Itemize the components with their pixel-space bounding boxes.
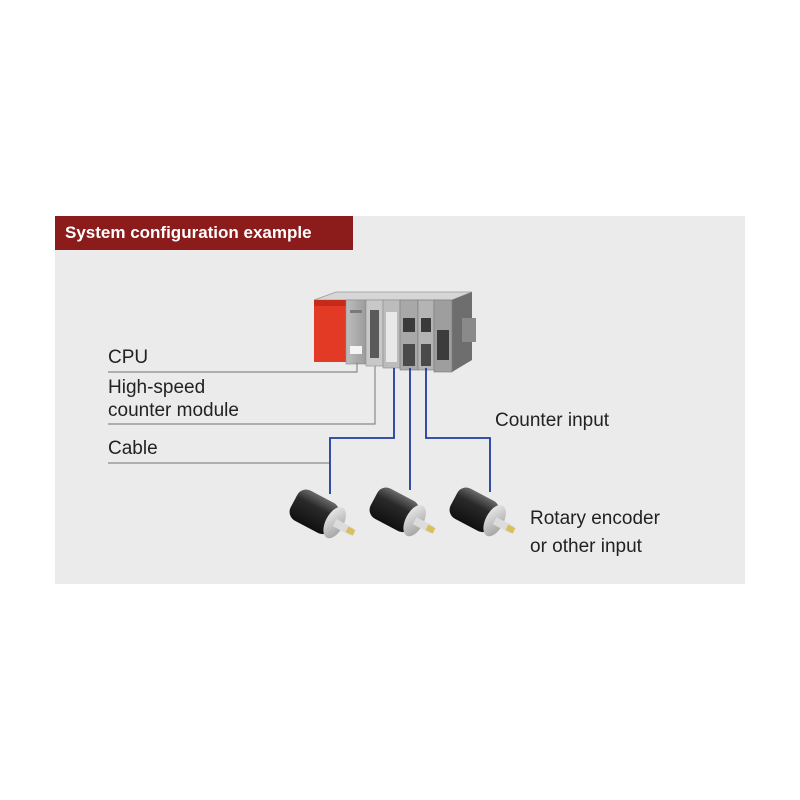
plc-rack-icon: [313, 291, 476, 373]
rotary-encoder-icon: [449, 487, 516, 537]
cable-1: [329, 368, 395, 494]
power-supply-front: [314, 300, 346, 362]
diagram-title: System configuration example: [55, 216, 353, 250]
counter-input-label: Counter input: [495, 410, 610, 431]
cables: [329, 368, 491, 494]
counter-module-leader-line: [108, 366, 376, 425]
cpu-module: [345, 299, 367, 365]
rotary-encoder-label-line2: or other input: [530, 536, 642, 557]
rotary-encoder-label-line1: Rotary encoder: [530, 508, 660, 529]
rotary-encoder-icon: [289, 489, 356, 539]
leader-lines: [108, 362, 376, 464]
cpu-leader-line: [108, 362, 358, 373]
counter-module-label-line1: High-speed: [108, 377, 206, 398]
cpu-label: CPU: [108, 347, 149, 368]
cable-label: Cable: [108, 438, 158, 459]
rotary-encoder-icon: [369, 487, 436, 537]
counter-module-label-line2: counter module: [108, 400, 239, 421]
cable-3: [425, 368, 491, 492]
